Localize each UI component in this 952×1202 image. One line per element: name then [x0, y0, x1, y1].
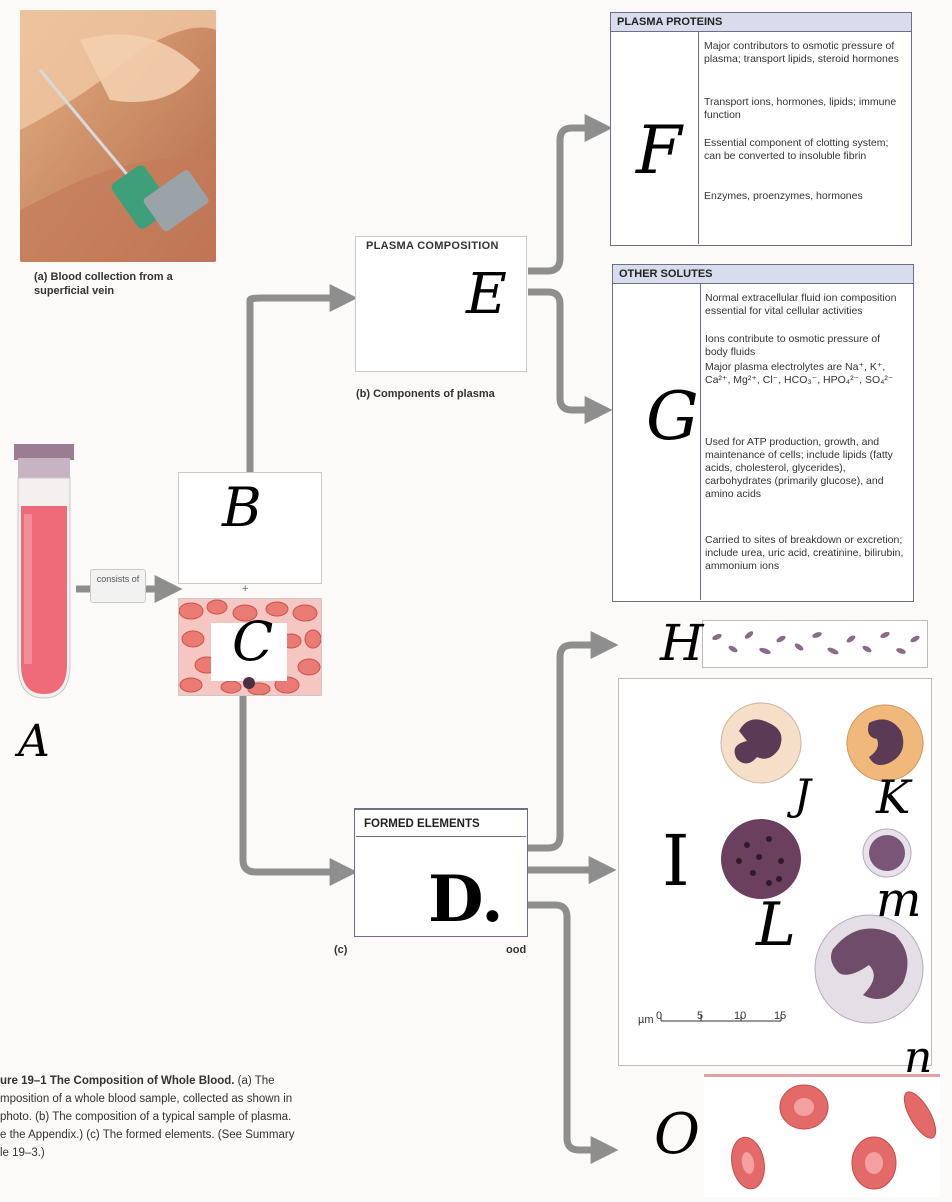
label-h: H [660, 614, 704, 672]
plasma-composition-title: PLASMA COMPOSITION [366, 240, 499, 252]
figure-caption-line3: photo. (b) The composition of a typical … [0, 1111, 292, 1123]
label-l: L [756, 890, 796, 960]
formed-elements-box-c [178, 598, 322, 696]
other-solutes-title: OTHER SOLUTES [613, 265, 913, 284]
components-of-plasma-caption: (b) Components of plasma [356, 388, 495, 400]
plasma-box-b [178, 472, 322, 584]
scale-tick-0: 0 [656, 1010, 663, 1022]
white-cells-panel [618, 678, 932, 1066]
scale-tick-15: 15 [774, 1010, 787, 1022]
scale-tick-10: 10 [734, 1010, 747, 1022]
formed-caption-left: (c) [334, 944, 348, 956]
protein-desc-3: Essential component of clotting system; … [704, 137, 889, 162]
label-c: C [232, 610, 274, 673]
other-solutes-divider [700, 284, 701, 600]
label-g: G [646, 378, 699, 455]
figure-caption-line5: le 19–3.) [0, 1147, 45, 1159]
label-f: F [636, 112, 682, 189]
plasma-proteins-title: PLASMA PROTEINS [611, 13, 911, 32]
figure-caption-line1: (a) The [234, 1075, 275, 1087]
solute-desc-3: Major plasma electrolytes are Na⁺, K⁺, C… [705, 361, 894, 386]
solute-desc-4: Used for ATP production, growth, and mai… [705, 436, 893, 500]
platelets-strip [702, 620, 928, 668]
figure-caption-title: ure 19–1 The Composition of Whole Blood. [0, 1075, 235, 1087]
label-k: K [876, 770, 911, 824]
formed-elements-panel [354, 808, 528, 937]
label-e: E [466, 262, 507, 327]
protein-desc-4: Enzymes, proenzymes, hormones [704, 190, 863, 202]
other-solutes-panel: OTHER SOLUTES [612, 264, 914, 602]
photo-caption: (a) Blood collection from a superficial … [34, 271, 173, 297]
plus-sign: + [242, 583, 249, 595]
plasma-proteins-divider [698, 32, 699, 244]
plasma-composition-box [355, 236, 527, 372]
label-j: J [794, 770, 811, 819]
label-d: D. [428, 862, 504, 937]
solute-desc-1: Normal extracellular fluid ion compositi… [705, 292, 897, 317]
blood-tube [8, 444, 80, 704]
figure-caption-line2: mposition of a whole blood sample, colle… [0, 1093, 293, 1105]
label-i: I [662, 820, 690, 902]
figure-caption-line4: e the Appendix.) (c) The formed elements… [0, 1129, 295, 1141]
consists-of-label: consists of [90, 569, 146, 603]
label-a: A [18, 716, 50, 767]
plasma-proteins-panel: PLASMA PROTEINS [610, 12, 912, 246]
formed-elements-title: FORMED ELEMENTS [364, 818, 480, 830]
protein-desc-2: Transport ions, hormones, lipids; immune… [704, 96, 897, 121]
figure-caption: ure 19–1 The Composition of Whole Blood.… [0, 1072, 390, 1162]
label-o: O [654, 1102, 700, 1167]
scale-unit: µm [638, 1014, 654, 1026]
solute-desc-2: Ions contribute to osmotic pressure of b… [705, 333, 881, 358]
label-m: m [876, 872, 922, 928]
label-n: n [904, 1032, 933, 1083]
scale-tick-5: 5 [697, 1010, 704, 1022]
formed-caption-right: ood [506, 944, 527, 956]
formed-divider [356, 836, 526, 837]
protein-desc-1: Major contributors to osmotic pressure o… [704, 40, 899, 65]
blood-collection-photo [20, 10, 216, 262]
solute-desc-5: Carried to sites of breakdown or excreti… [705, 534, 904, 572]
red-cells-panel [704, 1074, 940, 1197]
label-b: B [222, 476, 262, 539]
